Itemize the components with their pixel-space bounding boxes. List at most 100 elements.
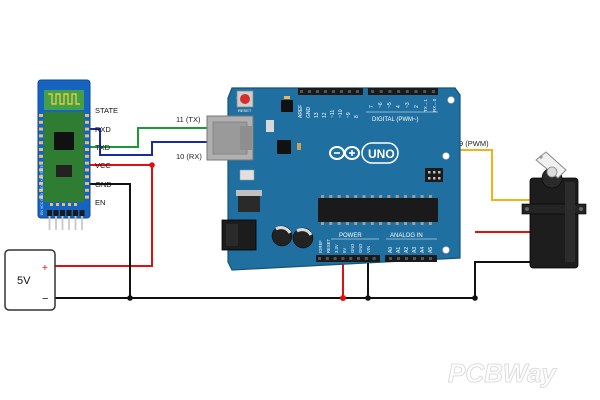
- bt-pad-right: [85, 141, 89, 145]
- digital-label-11: ~11: [330, 110, 336, 118]
- chip-pin-bottom: [370, 222, 374, 225]
- label-pin-11-tx: 11 (TX): [176, 115, 201, 124]
- bt-pin-gnd: GND: [95, 180, 112, 189]
- chip-pin-top: [354, 195, 358, 198]
- smd-part-3: [266, 120, 274, 132]
- junction-gnd-module: [127, 295, 133, 301]
- bt-header-pin: [55, 216, 57, 230]
- uno-logo-badge: [361, 142, 399, 164]
- bt-pad-left: [39, 195, 43, 199]
- digital-hole-right: [379, 90, 383, 93]
- servo-mount-tabs: [521, 203, 587, 215]
- mounting-hole-mr: [442, 152, 450, 160]
- bt-pad-right: [85, 148, 89, 151]
- bluetooth-pin-labels: STATE RXD TXD VCC GND EN: [95, 106, 118, 207]
- digital-labels-right: 7 ~6 ~5 4 ~3 2 TX→1 RX←0: [369, 98, 437, 112]
- chip-pin-bottom: [420, 222, 424, 225]
- bt-header-base: [73, 210, 78, 216]
- wire-gnd-module: [88, 183, 131, 298]
- digital-label-7: 7: [369, 105, 375, 108]
- bt-pad-left: [39, 168, 43, 172]
- chip-pin-top: [321, 195, 324, 198]
- icsp-block: [425, 168, 443, 182]
- bt-pad-left: [39, 175, 43, 179]
- bt-header-base: [53, 210, 59, 216]
- digital-label-2: 2: [414, 105, 420, 108]
- analog-header: [385, 255, 437, 262]
- chip-pin-bottom: [428, 222, 432, 225]
- servo-side-shade: [565, 182, 575, 262]
- bt-pin-en: EN: [95, 198, 105, 207]
- digital-hole-left: [356, 90, 359, 93]
- bt-header-pin: [68, 216, 70, 230]
- chip-pin-bottom: [379, 222, 383, 225]
- junction-gnd-arduino: [365, 295, 371, 301]
- label-pin-9-pwm: 9 (PWM): [459, 139, 489, 148]
- bt-header-pin: [48, 216, 51, 230]
- digital-label-9: ~9: [346, 112, 352, 118]
- bt-pad-bottom: [56, 203, 59, 206]
- power-pin-vin: VIN: [366, 246, 371, 253]
- digital-hole-right: [414, 90, 418, 93]
- wire-servo-signal: [445, 149, 530, 201]
- power-hole: [349, 257, 353, 260]
- power-hole: [372, 257, 376, 260]
- uno-logo-text: UNO: [368, 147, 395, 161]
- digital-hole-left: [340, 90, 343, 93]
- usb-connector-shade: [240, 126, 252, 150]
- power-pin-3v3: 3.3V: [334, 244, 339, 253]
- chip-pin-top: [387, 195, 391, 198]
- chip-pin-top: [345, 195, 349, 198]
- analog-pin-labels: A0 A1 A2 A3 A4 A5: [388, 247, 434, 253]
- power-supply-box: [4, 249, 56, 311]
- chip-pin-bottom: [362, 222, 366, 225]
- analog-pin-a5: A5: [428, 247, 434, 253]
- bluetooth-antenna-trace: [48, 93, 80, 105]
- small-chip-top: [281, 100, 293, 112]
- bottom-header-holes: [318, 257, 432, 260]
- bt-pad-left: [39, 148, 43, 151]
- bluetooth-module: EN VCC GND TXD RXD STATE STATE RXD TXD V…: [37, 79, 118, 230]
- bt-header-base: [47, 210, 52, 216]
- power-supply-plus: +: [42, 263, 48, 274]
- analog-pin-a3: A3: [412, 247, 418, 253]
- reset-button: [240, 94, 250, 104]
- power-supply-voltage: 5V: [17, 275, 31, 287]
- servo-mount-hole-left: [525, 207, 529, 211]
- bt-header-pin: [74, 216, 77, 230]
- digital-header-left: [298, 88, 363, 95]
- mounting-hole-tr: [447, 96, 455, 104]
- bt-pin-rxd: RXD: [95, 125, 111, 134]
- bt-header-base: [79, 210, 85, 216]
- digital-hole-left: [332, 90, 335, 93]
- chip-pin-top: [412, 195, 416, 198]
- bt-header-base: [60, 210, 65, 216]
- wire-txd-green: [88, 127, 207, 148]
- junction-5v: [340, 295, 346, 301]
- chip-pin-top: [428, 195, 432, 198]
- bt-pad-bottom: [74, 203, 77, 206]
- power-hole: [357, 257, 360, 260]
- chip-pin-bottom: [395, 222, 399, 225]
- bt-header-base: [66, 210, 72, 216]
- digital-hole-right: [371, 90, 374, 93]
- digital-hole-right: [397, 90, 401, 93]
- digital-label-12: 12: [322, 112, 328, 118]
- atmega-chip: [318, 198, 438, 222]
- bt-pad-left: [39, 188, 43, 192]
- bluetooth-edge-text: EN VCC GND TXD RXD STATE: [40, 164, 44, 215]
- capacitor-1-highlight: [275, 226, 292, 234]
- power-supply: 5V + −: [4, 249, 56, 311]
- usb-interface-chip: [277, 140, 291, 154]
- arduino-uno: RESET AREF GND 13 12 ~11 ~10 ~9 8 7 ~6 ~…: [206, 87, 461, 271]
- pcbway-watermark: PCBWay: [448, 358, 557, 388]
- digital-label-4: 4: [396, 105, 402, 108]
- analog-section-label: ANALOG IN: [390, 233, 423, 239]
- bt-header-pin: [81, 216, 83, 230]
- chip-pin-bottom: [412, 222, 416, 225]
- bluetooth-chip-flash: [56, 165, 72, 177]
- voltage-regulator: [238, 196, 260, 212]
- bt-pad-right: [85, 127, 89, 131]
- bt-pin-vcc: VCC: [95, 161, 111, 170]
- analog-hole: [397, 257, 400, 260]
